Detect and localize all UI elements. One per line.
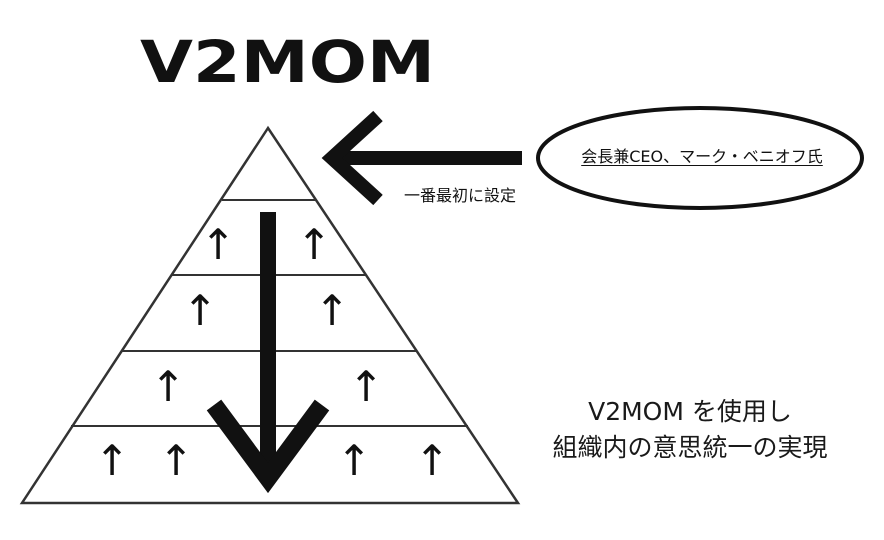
- bottom-caption-line-2: 組織内の意思統一の実現: [552, 433, 828, 462]
- arrow-caption: 一番最初に設定: [404, 186, 517, 205]
- up-arrow-icon: ↑: [336, 436, 372, 485]
- bottom-caption-line-1: V2MOM を使用し: [588, 397, 792, 426]
- up-arrow-icon: ↑: [182, 286, 218, 335]
- pyramid-outline: [19, 125, 521, 505]
- up-arrow-icon: ↑: [296, 220, 332, 269]
- down-arrow-icon: [206, 212, 330, 494]
- up-arrow-icon: ↑: [150, 362, 186, 411]
- up-arrow-icon: ↑: [414, 436, 450, 485]
- ellipse-outline: [536, 106, 864, 210]
- up-arrow-icon: ↑: [94, 436, 130, 485]
- up-arrow-icon: ↑: [158, 436, 194, 485]
- up-arrow-icon: ↑: [314, 286, 350, 335]
- left-arrow-icon: [321, 110, 522, 206]
- diagram-title: V2MOM: [140, 28, 435, 96]
- ellipse-label: 会長兼CEO、マーク・ベニオフ氏: [581, 147, 823, 166]
- up-arrow-icon: ↑: [200, 220, 236, 269]
- up-arrow-icon: ↑: [348, 362, 384, 411]
